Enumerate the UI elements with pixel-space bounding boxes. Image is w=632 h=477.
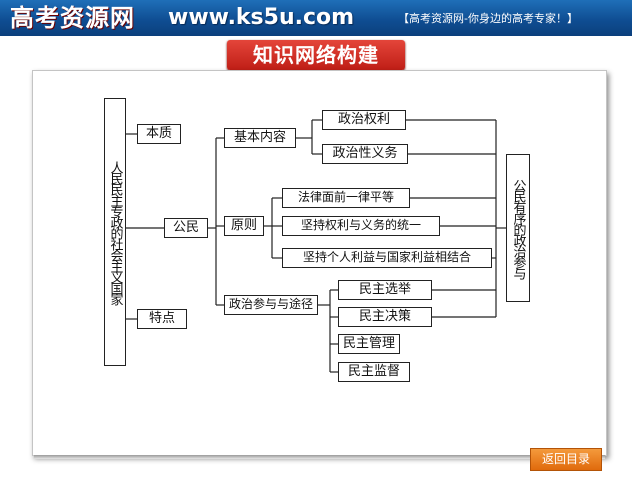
slide-title-bar: 知识网络构建 xyxy=(227,40,405,70)
node-principles: 原则 xyxy=(224,216,264,236)
back-to-contents-button[interactable]: 返回目录 xyxy=(530,448,602,471)
panel-shadow-strip xyxy=(34,455,605,459)
node-principle-2: 坚持权利与义务的统一 xyxy=(282,216,440,236)
node-traits: 特点 xyxy=(137,309,187,329)
site-logo: 高考资源网 xyxy=(10,3,135,32)
node-channel-3: 民主管理 xyxy=(338,334,400,354)
node-principle-3: 坚持个人利益与国家利益相结合 xyxy=(282,248,492,268)
node-essence: 本质 xyxy=(137,124,181,144)
node-basic-content: 基本内容 xyxy=(224,128,296,148)
site-slogan: 【高考资源网-你身边的高考专家！】 xyxy=(398,12,578,25)
site-url[interactable]: www.ks5u.com xyxy=(168,5,355,30)
node-political-participation: 公民有序的政治参与 xyxy=(506,154,530,302)
node-channel-2: 民主决策 xyxy=(338,307,432,327)
node-channels: 政治参与与途径 xyxy=(224,295,318,315)
slide-title: 知识网络构建 xyxy=(253,43,379,67)
node-channel-1: 民主选举 xyxy=(338,280,432,300)
node-political-duties: 政治性义务 xyxy=(322,144,408,164)
node-political-rights: 政治权利 xyxy=(322,110,406,130)
node-channel-4: 民主监督 xyxy=(338,362,410,382)
header-banner: 高考资源网 www.ks5u.com 【高考资源网-你身边的高考专家！】 xyxy=(0,0,632,36)
node-citizen: 公民 xyxy=(164,218,208,238)
node-root-state: 人民民主专政的社会主义国家 xyxy=(104,98,126,366)
node-principle-1: 法律面前一律平等 xyxy=(282,188,410,208)
